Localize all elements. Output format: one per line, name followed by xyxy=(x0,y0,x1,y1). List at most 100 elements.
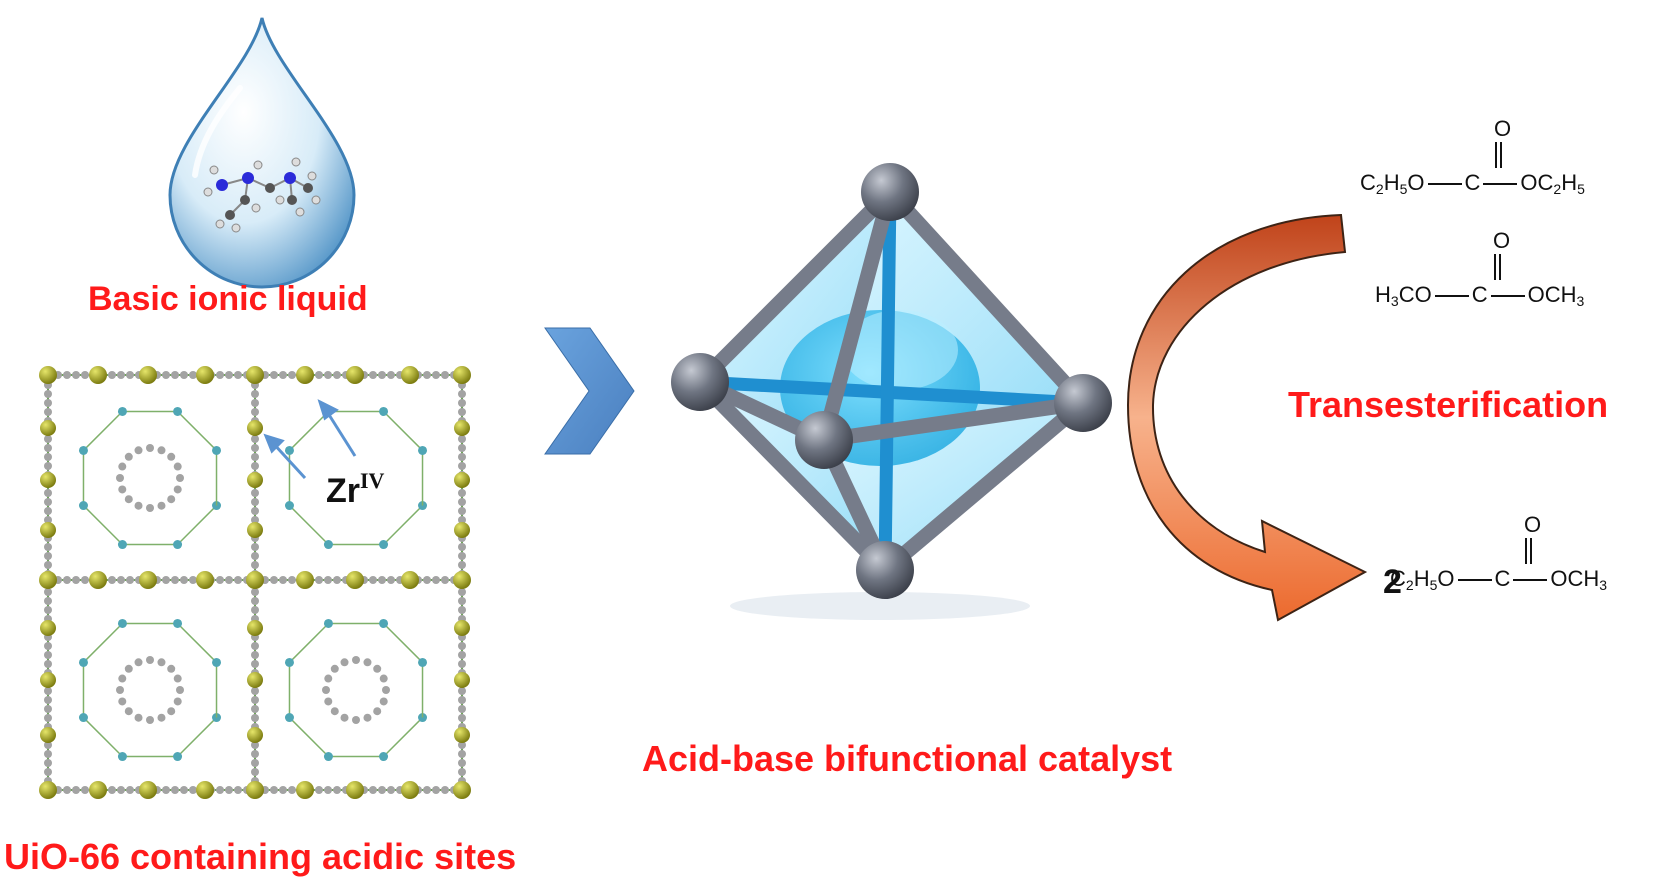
linker-atom xyxy=(44,759,52,767)
ring-atom xyxy=(173,674,182,683)
linker-atom xyxy=(458,660,466,668)
zr-node xyxy=(247,727,263,743)
oxygen-atom xyxy=(78,501,88,511)
ring-atom xyxy=(173,485,182,494)
framework-bond xyxy=(177,717,218,758)
right-group: OCH3 xyxy=(1550,566,1608,593)
ring-atom xyxy=(352,656,360,664)
zr-node xyxy=(39,781,57,799)
linker-atom xyxy=(432,576,440,584)
ionic-liquid-molecule xyxy=(203,157,321,233)
single-bond xyxy=(1457,579,1492,582)
linker-atom xyxy=(279,786,287,794)
ring-atom xyxy=(116,686,124,694)
linker-atom xyxy=(171,786,179,794)
oxygen-atom xyxy=(379,618,389,628)
linker-atom xyxy=(333,576,341,584)
linker-atom xyxy=(126,786,134,794)
linker-atom xyxy=(72,576,80,584)
linker-atom xyxy=(44,642,52,650)
zr-node xyxy=(89,571,107,589)
framework-bond xyxy=(177,505,218,546)
oxygen-atom xyxy=(284,445,294,455)
linker-atom xyxy=(44,651,52,659)
ring-atom xyxy=(118,462,127,471)
linker-atom xyxy=(44,507,52,515)
oxygen-atom xyxy=(78,713,88,723)
ring-atom xyxy=(118,697,127,706)
oxygen-atom xyxy=(323,752,333,762)
linker-atom xyxy=(234,576,242,584)
linker-atom xyxy=(378,786,386,794)
zr-node xyxy=(196,571,214,589)
linker-atom xyxy=(44,768,52,776)
zr-node xyxy=(247,420,263,436)
linker-atom xyxy=(81,786,89,794)
left-group: H3CO xyxy=(1375,282,1432,309)
linker-atom xyxy=(324,576,332,584)
linker-atom xyxy=(458,399,466,407)
ring-atom xyxy=(146,656,154,664)
ring-atom xyxy=(146,716,154,724)
ring-atom xyxy=(322,686,330,694)
linker-atom xyxy=(251,516,259,524)
ring-atom xyxy=(134,713,143,722)
zr-node xyxy=(296,571,314,589)
linker-atom xyxy=(458,516,466,524)
linker-atom xyxy=(108,371,116,379)
linker-atom xyxy=(387,786,395,794)
zr-node xyxy=(454,522,470,538)
oxygen-atom xyxy=(173,618,183,628)
linker-atom xyxy=(251,714,259,722)
linker-atom xyxy=(387,371,395,379)
linker-atom xyxy=(162,576,170,584)
linker-atom xyxy=(108,786,116,794)
linker-atom xyxy=(251,642,259,650)
zr-node xyxy=(247,620,263,636)
linker-atom xyxy=(251,687,259,695)
linker-atom xyxy=(126,371,134,379)
linker-atom xyxy=(251,444,259,452)
ring-atom xyxy=(176,474,184,482)
linker-atom xyxy=(251,552,259,560)
linker-atom xyxy=(44,714,52,722)
linker-atom xyxy=(324,371,332,379)
zr-node xyxy=(401,366,419,384)
linker-atom xyxy=(423,371,431,379)
carbonyl-oxygen: O xyxy=(1494,116,1512,141)
zr-oxidation-state: IV xyxy=(360,468,385,493)
ring-atom xyxy=(324,697,333,706)
ring-atom xyxy=(173,697,182,706)
single-bond xyxy=(1490,295,1525,298)
zr-label: ZrIV xyxy=(326,468,384,511)
linker-atom xyxy=(189,786,197,794)
ring-atom xyxy=(373,707,382,716)
octahedron-icon xyxy=(671,163,1112,620)
ring-atom xyxy=(340,713,349,722)
zr-node xyxy=(454,472,470,488)
framework-bond xyxy=(288,717,329,758)
ring-atom xyxy=(157,713,166,722)
linker-atom xyxy=(251,705,259,713)
linker-atom xyxy=(387,576,395,584)
linker-atom xyxy=(315,371,323,379)
linker-atom xyxy=(458,741,466,749)
zr-symbol: Zr xyxy=(326,472,360,510)
linker-atom xyxy=(458,552,466,560)
linker-atom xyxy=(270,371,278,379)
catalyst-label: Acid-base bifunctional catalyst xyxy=(642,738,1173,779)
linker-atom xyxy=(458,750,466,758)
zr-node xyxy=(453,571,471,589)
linker-atom xyxy=(44,588,52,596)
linker-atom xyxy=(72,371,80,379)
linker-atom xyxy=(458,642,466,650)
linker-atom xyxy=(458,768,466,776)
zr-node xyxy=(246,571,264,589)
ring-atom xyxy=(118,674,127,683)
ring-atom xyxy=(134,501,143,510)
oxygen-atom xyxy=(418,445,428,455)
zr-node xyxy=(246,366,264,384)
